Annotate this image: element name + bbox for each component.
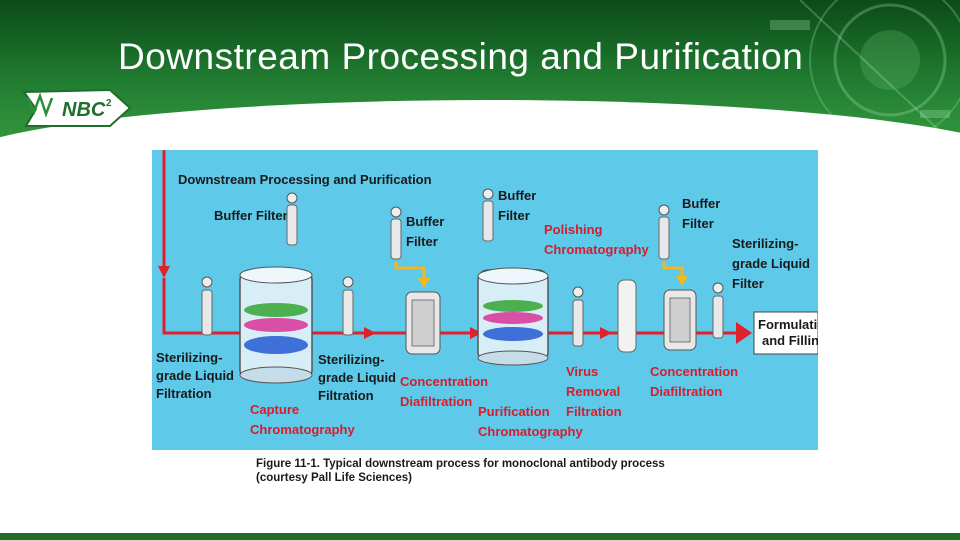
concentration-unit-1 bbox=[405, 291, 441, 355]
capture-label-2: Chromatography bbox=[250, 422, 356, 437]
footer-bar bbox=[0, 533, 960, 540]
decorative-machinery-art bbox=[770, 0, 960, 151]
process-arrowhead-mid1 bbox=[364, 327, 376, 339]
buffer-arrow-4 bbox=[662, 262, 684, 278]
conc2-label-1: Concentration bbox=[650, 364, 738, 379]
virus-label-1: Virus bbox=[566, 364, 598, 379]
formulation-label-2: and Filling bbox=[762, 333, 818, 348]
buffer-filter-3-label-1: Buffer bbox=[498, 188, 536, 203]
conc2-label-2: Diafiltration bbox=[650, 384, 722, 399]
buffer-filter-2-label-1: Buffer bbox=[406, 214, 444, 229]
concentration-unit-2 bbox=[663, 289, 697, 351]
process-diagram: Downstream Processing and Purification F… bbox=[152, 150, 818, 450]
sterilizing-filter-left bbox=[201, 276, 213, 336]
steril-right-label-1: Sterilizing- bbox=[732, 236, 798, 251]
slide-title: Downstream Processing and Purification bbox=[118, 36, 804, 77]
sterilizing-filter-right bbox=[712, 282, 724, 339]
process-arrowhead-end bbox=[736, 322, 752, 344]
buffer-filter-1 bbox=[286, 192, 298, 246]
caption-line-2: (courtesy Pall Life Sciences) bbox=[256, 472, 412, 484]
logo-superscript: 2 bbox=[106, 98, 112, 109]
conc1-label-1: Concentration bbox=[400, 374, 488, 389]
buffer-filter-4-label-2: Filter bbox=[682, 216, 714, 231]
buffer-filter-2 bbox=[390, 206, 402, 260]
steril-left-label-3: Filtration bbox=[156, 386, 212, 401]
polishing-label-2: Chromatography bbox=[544, 242, 650, 257]
capture-label-1: Capture bbox=[250, 402, 299, 417]
logo-text: NBC bbox=[62, 99, 106, 121]
buffer-filter-2-label-2: Filter bbox=[406, 234, 438, 249]
steril-left-label-2: grade Liquid bbox=[156, 368, 234, 383]
buffer-filter-4 bbox=[658, 204, 670, 260]
process-arrowhead-mid2 bbox=[470, 327, 482, 339]
diagram-heading: Downstream Processing and Purification bbox=[178, 172, 432, 187]
caption-line-1: Figure 11-1. Typical downstream process … bbox=[256, 458, 665, 470]
polishing-column bbox=[617, 279, 637, 353]
steril-mid-label-3: Filtration bbox=[318, 388, 374, 403]
buffer-arrowhead-4 bbox=[676, 276, 688, 286]
nbc2-logo: NBC 2 bbox=[22, 88, 132, 127]
process-arrowhead-down bbox=[158, 266, 170, 278]
buffer-filter-4-label-1: Buffer bbox=[682, 196, 720, 211]
steril-right-label-2: grade Liquid bbox=[732, 256, 810, 271]
purif-label-2: Chromatography bbox=[478, 424, 584, 439]
buffer-arrowhead-2 bbox=[418, 278, 430, 288]
purification-column bbox=[477, 267, 549, 366]
buffer-filter-3 bbox=[482, 188, 494, 242]
purif-label-1: Purification bbox=[478, 404, 550, 419]
figure-caption: Figure 11-1. Typical downstream process … bbox=[256, 457, 665, 485]
process-arrowhead-mid3 bbox=[600, 327, 612, 339]
buffer-filter-3-label-2: Filter bbox=[498, 208, 530, 223]
sterilizing-filter-mid bbox=[342, 276, 354, 336]
buffer-arrow-2 bbox=[394, 262, 426, 280]
formulation-label-1: Formulation bbox=[758, 317, 818, 332]
virus-label-2: Removal bbox=[566, 384, 620, 399]
conc1-label-2: Diafiltration bbox=[400, 394, 472, 409]
virus-label-3: Filtration bbox=[566, 404, 622, 419]
process-line-main bbox=[162, 278, 742, 335]
steril-mid-label-2: grade Liquid bbox=[318, 370, 396, 385]
capture-column bbox=[239, 266, 313, 384]
virus-removal-filter bbox=[572, 286, 584, 347]
polishing-label-1: Polishing bbox=[544, 222, 603, 237]
slide-header bbox=[0, 0, 960, 170]
formulation-box bbox=[753, 311, 818, 355]
buffer-filter-1-label: Buffer Filter bbox=[214, 208, 288, 223]
steril-mid-label-1: Sterilizing- bbox=[318, 352, 384, 367]
steril-left-label-1: Sterilizing- bbox=[156, 350, 222, 365]
steril-right-label-3: Filter bbox=[732, 276, 764, 291]
